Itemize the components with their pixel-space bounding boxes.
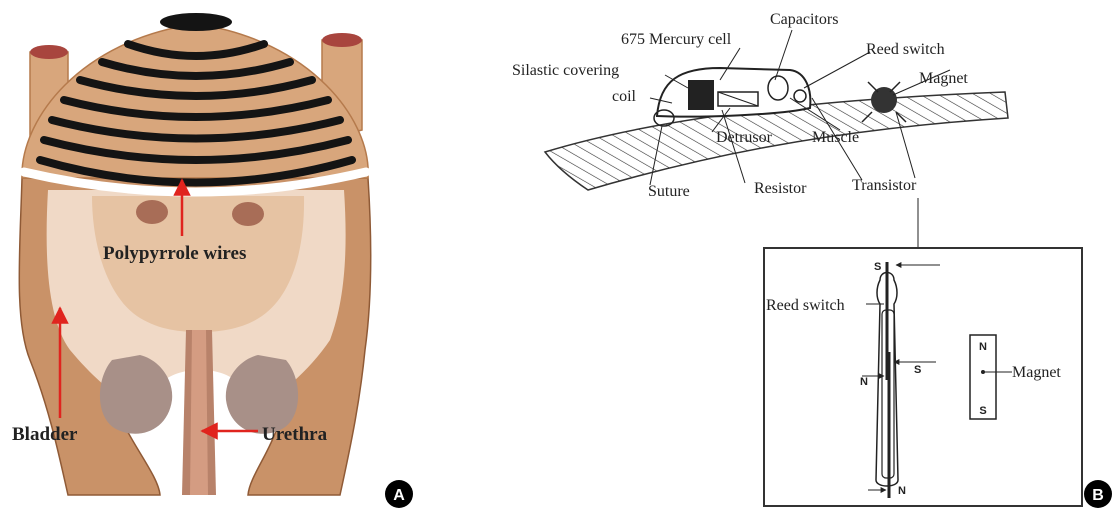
panel-a: Polypyrrole wires Bladder Urethra A xyxy=(12,13,413,508)
urethra-label: Urethra xyxy=(262,424,328,445)
inset-pole-n-bottom: N xyxy=(898,485,906,497)
panel-a-badge-label: A xyxy=(393,487,405,504)
bladder-label: Bladder xyxy=(12,424,78,445)
reed-switch-small xyxy=(794,90,806,102)
polypyrrole-label: Polypyrrole wires xyxy=(103,243,246,264)
capacitor xyxy=(768,76,788,100)
label-coil: coil xyxy=(612,88,637,105)
inset-reed-switch-label: Reed switch xyxy=(766,297,845,314)
inset-magnet-s: S xyxy=(979,405,986,417)
label-mercury-cell: 675 Mercury cell xyxy=(621,31,732,48)
inset-magnet-label: Magnet xyxy=(1012,364,1061,381)
label-capacitors: Capacitors xyxy=(770,11,838,28)
mercury-cell xyxy=(688,80,714,110)
inset-magnet-n: N xyxy=(979,341,987,353)
coil-top xyxy=(160,13,232,31)
ureteric-orifice-right xyxy=(232,202,264,226)
reed-switch-inset: Reed switch S N S N N S Magnet xyxy=(764,248,1082,506)
panel-b: Capacitors 675 Mercury cell Reed switch … xyxy=(512,11,1112,508)
inset-pole-n-left: N xyxy=(860,376,868,388)
inset-pole-s-top: S xyxy=(874,261,881,273)
panel-b-badge-label: B xyxy=(1092,487,1104,504)
label-resistor: Resistor xyxy=(754,180,807,197)
label-transistor: Transistor xyxy=(852,177,917,194)
label-magnet: Magnet xyxy=(919,70,968,87)
label-reed-switch: Reed switch xyxy=(866,41,945,58)
label-suture: Suture xyxy=(648,183,690,200)
inset-pole-s-right: S xyxy=(914,364,921,376)
label-silastic: Silastic covering xyxy=(512,62,619,79)
label-muscle: Muscle xyxy=(812,129,859,146)
label-detrusor: Detrusor xyxy=(716,129,773,146)
ureteric-orifice-left xyxy=(136,200,168,224)
